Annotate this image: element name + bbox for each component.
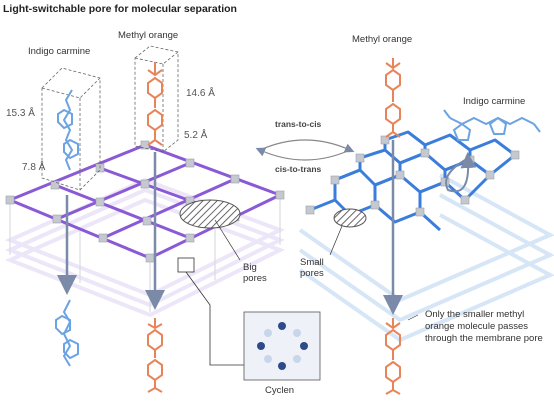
cyclen-callout-line <box>185 271 244 366</box>
cis-to-trans-label: cis-to-trans <box>275 164 322 174</box>
indigo-carmine-molecule-bottom <box>55 299 79 367</box>
indigo-carmine-right-group <box>443 109 541 193</box>
right-framework-lower-layers <box>298 173 554 343</box>
left-framework-lower-layers <box>4 177 286 318</box>
methyl-orange-molecule-bottom-right <box>385 318 401 395</box>
cyclen-inset <box>243 311 321 381</box>
conclusion-leader <box>407 314 419 321</box>
left-framework-pillars <box>9 195 281 312</box>
indigo-carmine-bounding-box <box>41 67 101 191</box>
switch-arrows <box>255 139 355 161</box>
small-pores-label: Small pores <box>300 257 324 280</box>
indigo-carmine-blocked-arrow-right <box>445 152 477 193</box>
indigo-carmine-molecule-right <box>443 109 541 141</box>
methyl-orange-molecule-top-right <box>385 58 401 138</box>
dimension-5-2: 5.2 Å <box>184 130 208 141</box>
indigo-carmine-left-group <box>41 67 101 367</box>
cyclen-zoom-box <box>177 257 195 273</box>
big-pores-leader <box>214 219 241 261</box>
right-small-pore-hatch <box>333 208 367 228</box>
cyclen-label: Cyclen <box>265 385 295 396</box>
methyl-orange-molecule-top <box>147 62 163 146</box>
right-framework <box>298 130 554 343</box>
indigo-carmine-label-right: Indigo carmine <box>463 96 526 107</box>
cis-to-trans-arrow <box>255 147 351 161</box>
methyl-orange-label-left: Methyl orange <box>118 30 179 41</box>
conclusion-text: Only the smaller methyl orange molecule … <box>425 309 543 344</box>
trans-to-cis-label: trans-to-cis <box>275 119 322 129</box>
big-pores-label: Big pores <box>243 262 267 285</box>
methyl-orange-molecule-bottom-left <box>147 318 163 393</box>
diagram-title: Light-switchable pore for molecular sepa… <box>3 3 237 15</box>
dimension-14-6: 14.6 Å <box>186 88 215 99</box>
cyclen-molecule <box>257 322 308 370</box>
methyl-orange-right-group <box>383 58 403 395</box>
methyl-orange-label-right: Methyl orange <box>352 34 413 45</box>
methyl-orange-bounding-box <box>134 45 179 153</box>
indigo-carmine-molecule-top <box>57 89 79 171</box>
methyl-orange-left-group <box>134 45 179 393</box>
left-framework <box>4 140 286 366</box>
small-pores-leader <box>329 225 343 256</box>
trans-to-cis-arrow <box>259 139 355 153</box>
dimension-7-8: 7.8 Å <box>22 162 46 173</box>
left-big-pore-hatch <box>179 199 241 229</box>
dimension-15-3: 15.3 Å <box>6 108 35 119</box>
indigo-carmine-label-left: Indigo carmine <box>28 46 91 57</box>
